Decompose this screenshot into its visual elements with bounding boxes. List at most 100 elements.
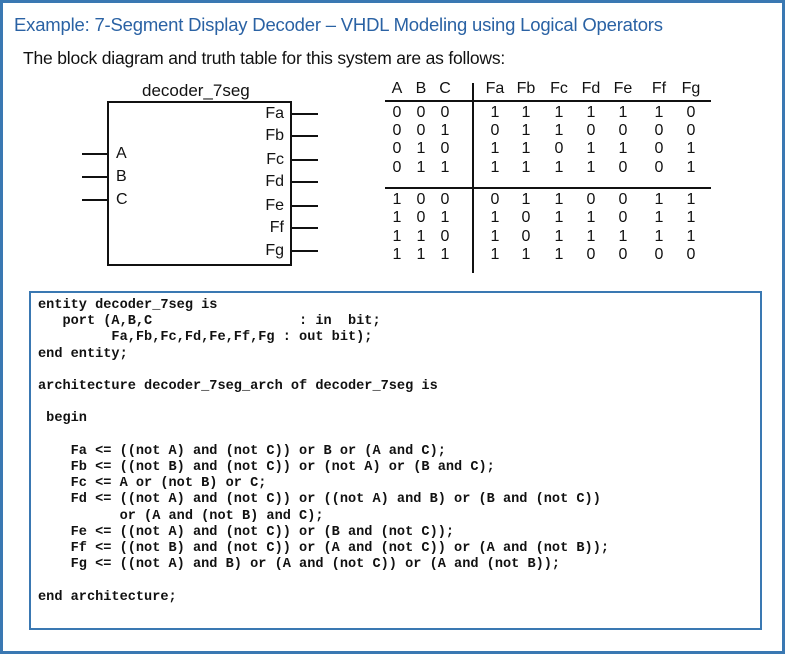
table-cell: 1 bbox=[554, 228, 564, 245]
table-cell: 1 bbox=[392, 228, 402, 245]
output-pin-line bbox=[291, 135, 318, 137]
table-cell: 1 bbox=[554, 122, 564, 139]
table-cell: 0 bbox=[392, 140, 402, 157]
table-cell: 0 bbox=[654, 140, 664, 157]
output-pin-label: Fa bbox=[265, 105, 284, 122]
table-cell: 0 bbox=[416, 209, 426, 226]
code-line bbox=[38, 428, 609, 444]
input-output-divider bbox=[472, 83, 474, 273]
table-cell: 0 bbox=[654, 159, 664, 176]
input-pin-line bbox=[82, 153, 109, 155]
table-cell: 0 bbox=[586, 246, 596, 263]
column-header: Fd bbox=[581, 80, 601, 97]
code-line: Fa,Fb,Fc,Fd,Fe,Ff,Fg : out bit); bbox=[38, 330, 373, 346]
table-cell: 0 bbox=[686, 104, 696, 121]
table-cell: 0 bbox=[586, 122, 596, 139]
table-cell: 0 bbox=[618, 191, 628, 208]
column-header: Fb bbox=[516, 80, 536, 97]
block-box bbox=[107, 101, 292, 266]
table-cell: 1 bbox=[440, 246, 450, 263]
output-pin-label: Fd bbox=[265, 173, 284, 190]
table-cell: 1 bbox=[521, 104, 531, 121]
column-header: A bbox=[391, 80, 403, 97]
code-line bbox=[38, 573, 609, 589]
column-header: C bbox=[439, 80, 451, 97]
table-cell: 0 bbox=[521, 209, 531, 226]
output-pin-label: Fb bbox=[265, 127, 284, 144]
table-cell: 0 bbox=[416, 122, 426, 139]
table-cell: 1 bbox=[490, 209, 500, 226]
code-line: Fb <= ((not B) and (not C)) or (not A) o… bbox=[38, 459, 495, 475]
table-cell: 1 bbox=[440, 209, 450, 226]
column-header: Fc bbox=[550, 80, 568, 97]
code-line: Fd <= ((not A) and (not C)) or ((not A) … bbox=[38, 492, 601, 508]
table-cell: 1 bbox=[618, 140, 628, 157]
table-cell: 1 bbox=[586, 159, 596, 176]
output-pin-label: Ff bbox=[269, 219, 284, 236]
table-cell: 1 bbox=[618, 104, 628, 121]
output-pin-line bbox=[291, 250, 318, 252]
table-cell: 1 bbox=[490, 159, 500, 176]
code-line: Ff <= ((not B) and (not C)) or (A and (n… bbox=[38, 541, 610, 556]
output-pin-line bbox=[291, 181, 318, 183]
table-cell: 1 bbox=[440, 122, 450, 139]
output-pin-label: Fe bbox=[265, 197, 284, 214]
table-cell: 0 bbox=[618, 122, 628, 139]
column-header: Ff bbox=[651, 80, 667, 97]
code-box: entity decoder_7seg is port (A,B,C : in … bbox=[29, 291, 762, 630]
table-cell: 1 bbox=[392, 246, 402, 263]
table-cell: 0 bbox=[440, 191, 450, 208]
vhdl-code: entity decoder_7seg is port (A,B,C : in … bbox=[38, 298, 609, 606]
table-cell: 0 bbox=[416, 104, 426, 121]
table-cell: 0 bbox=[490, 122, 500, 139]
table-cell: 0 bbox=[654, 246, 664, 263]
table-cell: 1 bbox=[654, 209, 664, 226]
table-cell: 1 bbox=[440, 159, 450, 176]
table-cell: 1 bbox=[554, 209, 564, 226]
table-cell: 1 bbox=[416, 228, 426, 245]
table-cell: 0 bbox=[440, 140, 450, 157]
table-cell: 0 bbox=[392, 104, 402, 121]
table-cell: 1 bbox=[521, 246, 531, 263]
table-cell: 0 bbox=[416, 191, 426, 208]
table-cell: 1 bbox=[521, 191, 531, 208]
table-cell: 1 bbox=[416, 246, 426, 263]
table-cell: 1 bbox=[521, 122, 531, 139]
table-cell: 0 bbox=[654, 122, 664, 139]
table-cell: 1 bbox=[686, 191, 696, 208]
table-cell: 0 bbox=[440, 228, 450, 245]
table-cell: 1 bbox=[654, 228, 664, 245]
table-cell: 0 bbox=[618, 159, 628, 176]
block-name: decoder_7seg bbox=[142, 81, 250, 100]
column-header: Fe bbox=[613, 80, 633, 97]
slide-subtitle: The block diagram and truth table for th… bbox=[23, 48, 506, 68]
table-cell: 1 bbox=[392, 209, 402, 226]
table-cell: 1 bbox=[554, 246, 564, 263]
table-cell: 1 bbox=[490, 140, 500, 157]
group-divider bbox=[385, 187, 711, 189]
table-cell: 1 bbox=[686, 209, 696, 226]
table-cell: 0 bbox=[686, 122, 696, 139]
output-pin-line bbox=[291, 113, 318, 115]
code-line: Fg <= ((not A) and B) or (A and (not C))… bbox=[38, 557, 561, 573]
code-line: end entity; bbox=[38, 346, 128, 362]
table-cell: 1 bbox=[490, 228, 500, 245]
table-cell: 1 bbox=[416, 140, 426, 157]
table-cell: 1 bbox=[416, 159, 426, 176]
input-pin-line bbox=[82, 199, 109, 201]
table-cell: 0 bbox=[554, 140, 564, 157]
table-cell: 1 bbox=[490, 246, 500, 263]
table-cell: 1 bbox=[521, 159, 531, 176]
code-line bbox=[38, 363, 609, 379]
code-line: Fe <= ((not A) and (not C)) or (B and (n… bbox=[38, 524, 455, 540]
output-pin-line bbox=[291, 159, 318, 161]
output-pin-label: Fg bbox=[265, 242, 284, 259]
code-line: or (A and (not B) and C); bbox=[38, 508, 324, 524]
table-cell: 0 bbox=[618, 209, 628, 226]
code-line: port (A,B,C : in bit; bbox=[38, 314, 381, 330]
table-cell: 1 bbox=[490, 104, 500, 121]
table-cell: 1 bbox=[586, 209, 596, 226]
output-pin-label: Fc bbox=[266, 151, 284, 168]
table-cell: 1 bbox=[654, 191, 664, 208]
